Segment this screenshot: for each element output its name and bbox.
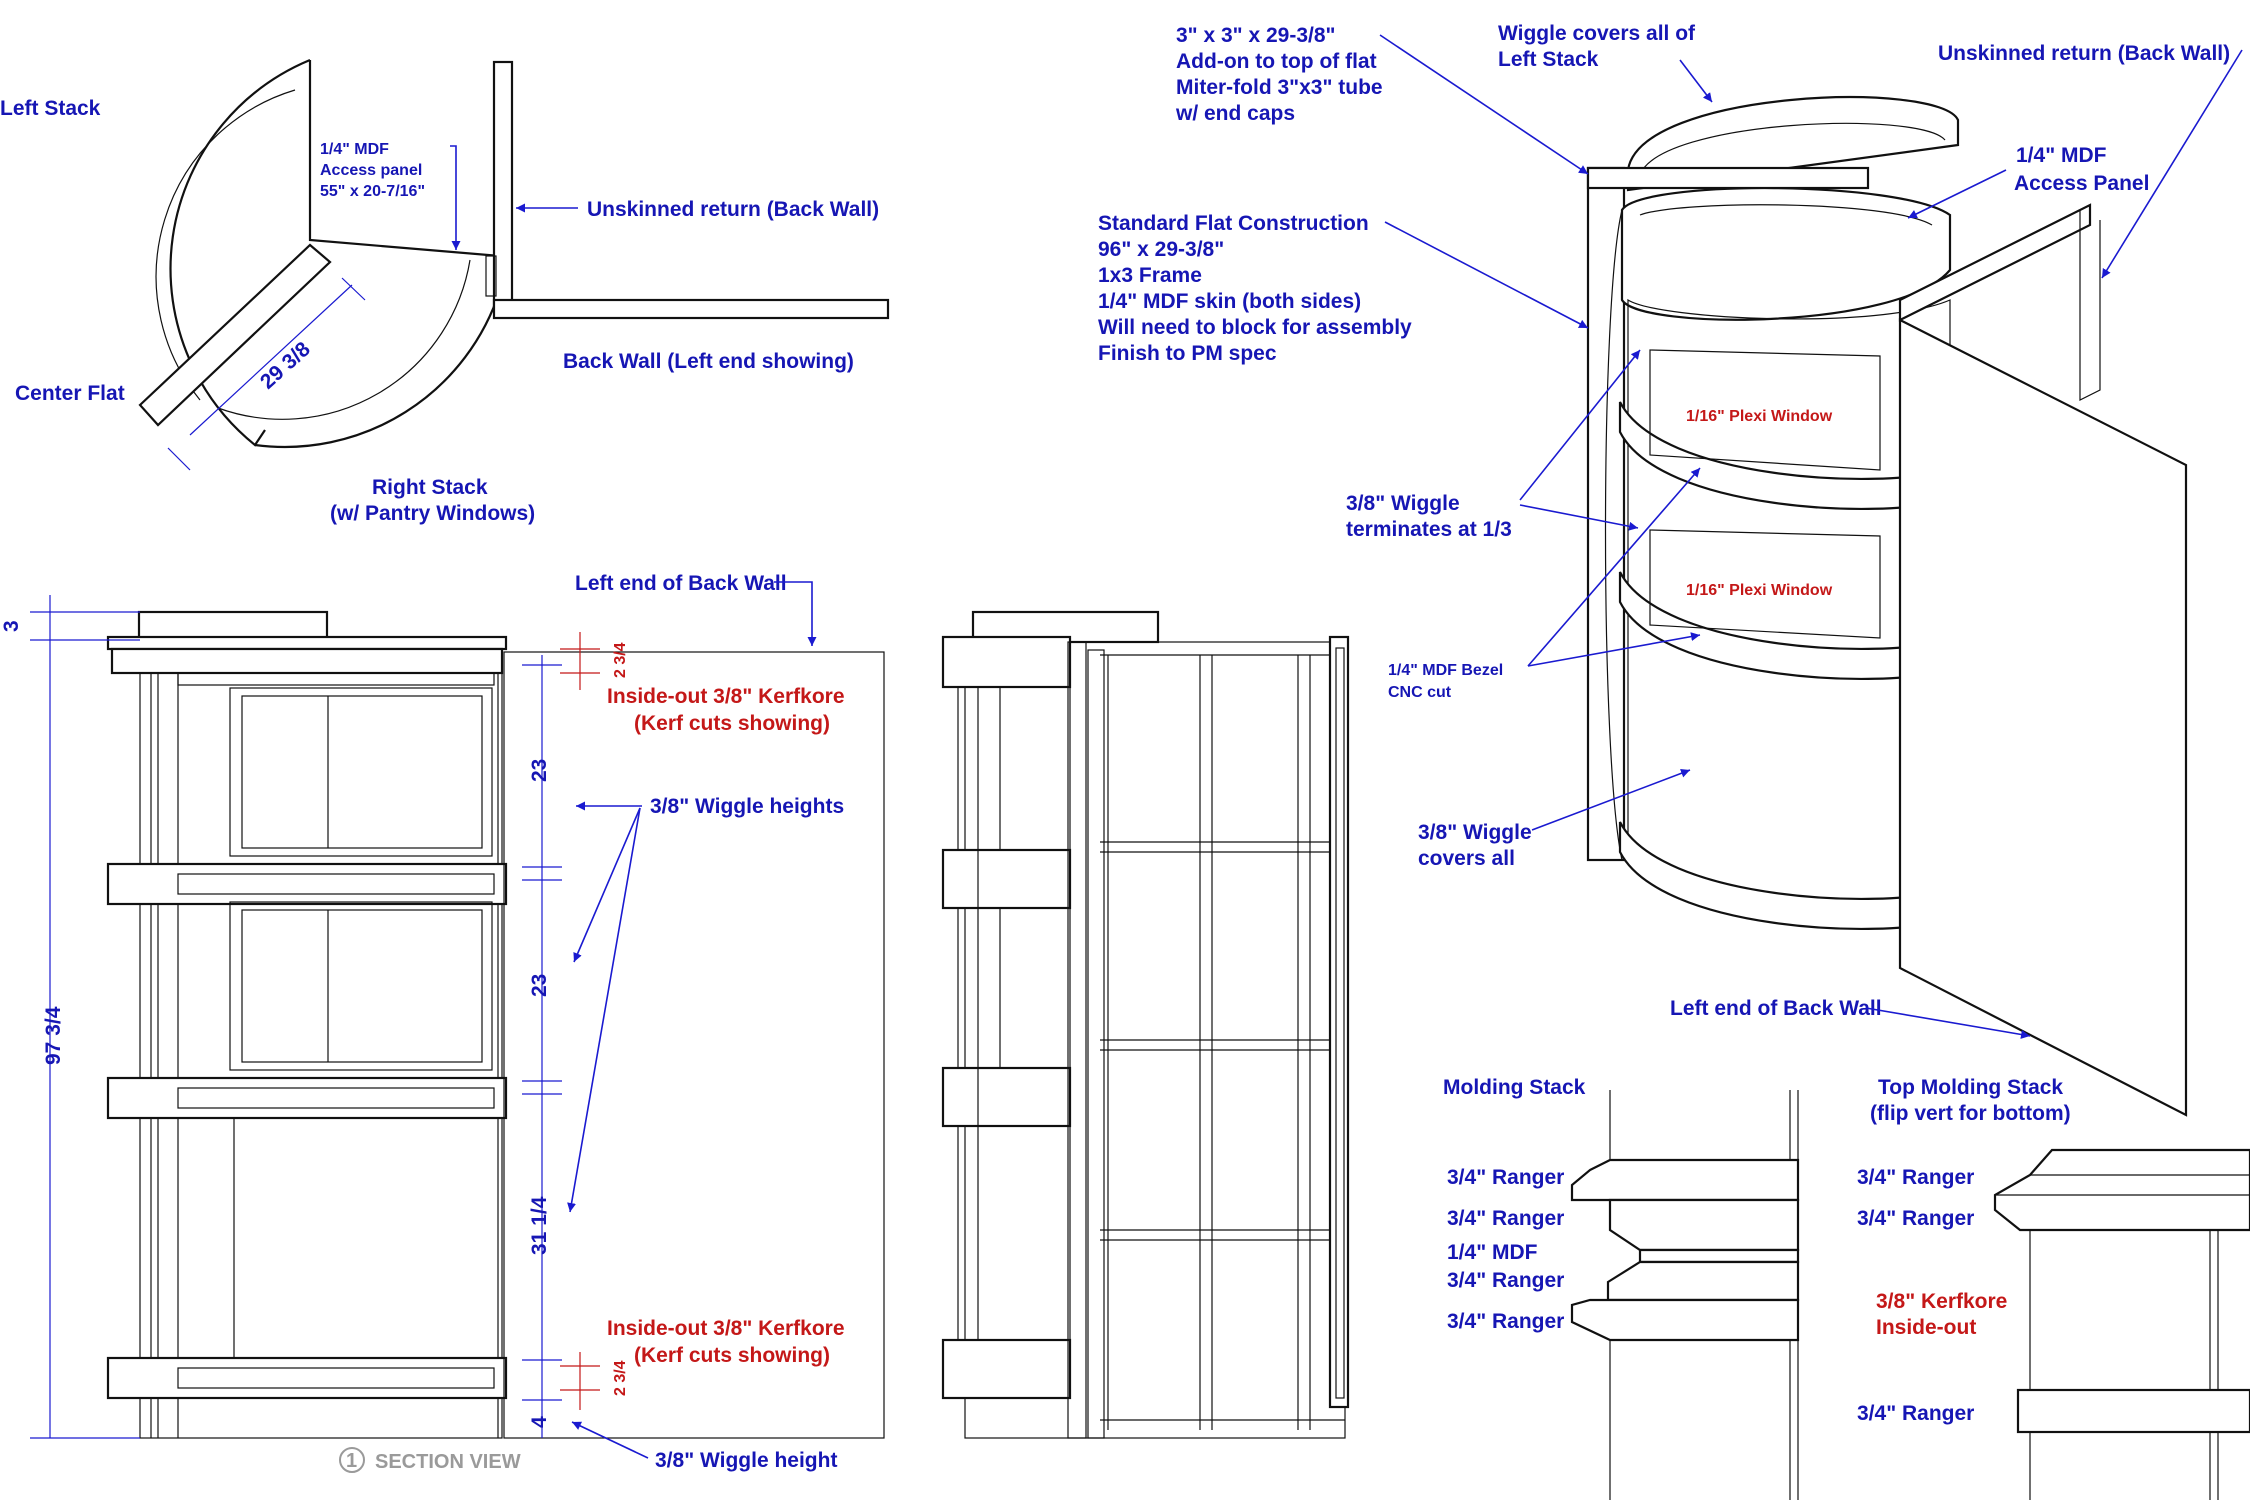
top-molding-title-2: (flip vert for bottom) bbox=[1870, 1102, 2071, 1125]
mdf-access-panel-line1: 1/4" MDF bbox=[2016, 144, 2107, 167]
mdf-bezel-line2: CNC cut bbox=[1388, 684, 1452, 701]
stack-layer-1: 3/4" Ranger bbox=[1447, 1166, 1564, 1189]
stack-layer-2: 3/4" Ranger bbox=[1447, 1207, 1564, 1230]
top-molding-title-1: Top Molding Stack bbox=[1878, 1076, 2063, 1099]
wiggle-heights-label: 3/8" Wiggle heights bbox=[650, 795, 844, 818]
standard-flat-line1: Standard Flat Construction bbox=[1098, 212, 1369, 235]
addon-line4: w/ end caps bbox=[1175, 102, 1295, 125]
left-stack-label: Left Stack bbox=[0, 97, 101, 120]
dim-seg1: 23 bbox=[528, 759, 551, 782]
wiggle-covers-all-line1: 3/8" Wiggle bbox=[1418, 821, 1532, 844]
dim-bottom: 4 bbox=[528, 1416, 551, 1428]
kerfkore-bottom-line1: Inside-out 3/8" Kerfkore bbox=[607, 1317, 845, 1340]
left-end-back-wall-label: Left end of Back Wall bbox=[575, 572, 787, 595]
standard-flat-line2: 96" x 29-3/8" bbox=[1098, 238, 1224, 261]
stack-layer-5: 3/4" Ranger bbox=[1447, 1310, 1564, 1333]
addon-line2: Add-on to top of flat bbox=[1176, 50, 1377, 73]
dim-seg2: 23 bbox=[528, 974, 551, 997]
kerfkore-bottom-line2: (Kerf cuts showing) bbox=[634, 1344, 830, 1367]
standard-flat-line6: Finish to PM spec bbox=[1098, 342, 1277, 365]
molding-stack-title: Molding Stack bbox=[1443, 1076, 1586, 1099]
kerfkore-top-line1: Inside-out 3/8" Kerfkore bbox=[607, 685, 845, 708]
kerfkore-detail-line2: Inside-out bbox=[1876, 1316, 1976, 1339]
frame-section bbox=[941, 610, 1350, 1439]
standard-flat-line3: 1x3 Frame bbox=[1098, 264, 1202, 287]
center-flat-label: Center Flat bbox=[15, 382, 125, 405]
back-wall-label: Back Wall (Left end showing) bbox=[563, 350, 854, 373]
dim-seg3: 31 1/4 bbox=[528, 1196, 551, 1255]
section-elevation: 3 97 3/4 23 23 31 1/4 4 2 3/4 2 3/4 Left… bbox=[0, 572, 885, 1473]
top-layer-2: 3/4" Ranger bbox=[1857, 1207, 1974, 1230]
molding-details: Molding Stack 3/4" Ranger 3/4" Ranger 1/… bbox=[1443, 1076, 2250, 1500]
addon-line3: Miter-fold 3"x3" tube bbox=[1176, 76, 1383, 99]
dim-kerf-bottom: 2 3/4 bbox=[612, 1360, 629, 1396]
stack-layer-4: 3/4" Ranger bbox=[1447, 1269, 1564, 1292]
dim-kerf-top: 2 3/4 bbox=[612, 642, 629, 678]
addon-line1: 3" x 3" x 29-3/8" bbox=[1176, 24, 1335, 47]
wiggle-covers-left-line1: Wiggle covers all of bbox=[1498, 22, 1696, 45]
kerfkore-detail-line1: 3/8" Kerfkore bbox=[1876, 1290, 2007, 1313]
plexi-window-2-label: 1/16" Plexi Window bbox=[1686, 582, 1833, 599]
access-panel-line2: Access panel bbox=[320, 162, 422, 179]
wiggle-covers-left-line2: Left Stack bbox=[1498, 48, 1599, 71]
standard-flat-line4: 1/4" MDF skin (both sides) bbox=[1098, 290, 1361, 313]
wiggle-terminates-line2: terminates at 1/3 bbox=[1346, 518, 1512, 541]
iso-unskinned-return-label: Unskinned return (Back Wall) bbox=[1938, 42, 2230, 65]
wiggle-terminates-line1: 3/8" Wiggle bbox=[1346, 492, 1460, 515]
kerfkore-top-line2: (Kerf cuts showing) bbox=[634, 712, 830, 735]
wiggle-height-label: 3/8" Wiggle height bbox=[655, 1449, 837, 1472]
right-stack-label-1: Right Stack bbox=[372, 476, 488, 499]
access-panel-line1: 1/4" MDF bbox=[320, 141, 389, 158]
unskinned-return-label: Unskinned return (Back Wall) bbox=[587, 198, 879, 221]
mdf-access-panel-line2: Access Panel bbox=[2014, 172, 2149, 195]
wiggle-covers-all-line2: covers all bbox=[1418, 847, 1515, 870]
dim-overall: 97 3/4 bbox=[42, 1006, 65, 1065]
standard-flat-line5: Will need to block for assembly bbox=[1098, 316, 1412, 339]
bottom-ranger-label: 3/4" Ranger bbox=[1857, 1402, 1974, 1425]
access-panel-line3: 55" x 20-7/16" bbox=[320, 183, 425, 200]
iso-left-end-back-wall-label: Left end of Back Wall bbox=[1670, 997, 1882, 1020]
right-stack-label-2: (w/ Pantry Windows) bbox=[330, 502, 535, 525]
stack-layer-3: 1/4" MDF bbox=[1447, 1241, 1538, 1264]
plexi-window-1-label: 1/16" Plexi Window bbox=[1686, 408, 1833, 425]
plan-view: 29 3/8 Left Stack 1/4" MDF Access panel … bbox=[0, 58, 890, 525]
mdf-bezel-line1: 1/4" MDF Bezel bbox=[1388, 662, 1503, 679]
top-layer-1: 3/4" Ranger bbox=[1857, 1166, 1974, 1189]
section-view-number: 1 bbox=[346, 1450, 357, 1472]
iso-view: 3" x 3" x 29-3/8" Add-on to top of flat … bbox=[1098, 22, 2243, 1117]
dim-top: 3 bbox=[0, 620, 23, 632]
section-view-caption: SECTION VIEW bbox=[375, 1451, 521, 1473]
